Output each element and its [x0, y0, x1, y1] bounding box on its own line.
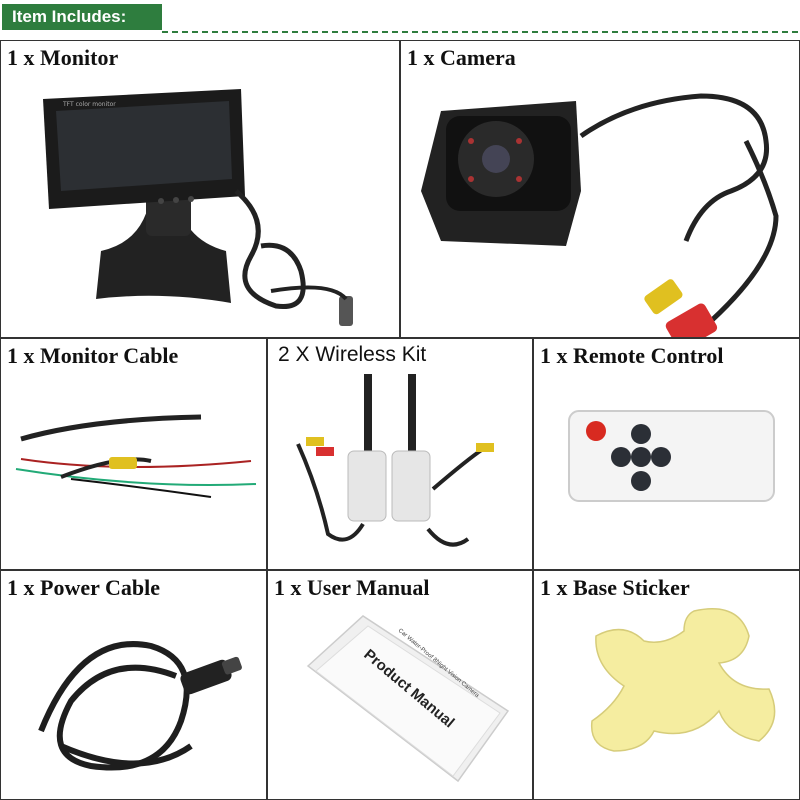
user-manual-icon: Product Manual Car Water-Proof 8Night Vi… [306, 615, 510, 783]
item-label: 1 x Remote Control [540, 343, 724, 368]
banner-dashed-rule [162, 31, 798, 33]
item-remote-control: 1 x Remote Control [533, 338, 800, 570]
item-wireless-kit: 2 X Wireless Kit [267, 338, 533, 570]
item-includes-banner: Item Includes: [2, 4, 162, 30]
item-label: 1 x Power Cable [7, 575, 160, 600]
item-label: 1 x Camera [407, 45, 516, 70]
item-label: 1 x Monitor Cable [7, 343, 179, 368]
item-label: 1 x User Manual [274, 575, 430, 600]
remote-control-icon [568, 410, 775, 502]
item-camera: 1 x Camera [400, 40, 800, 338]
monitor-cable-icon [15, 414, 257, 498]
items-grid: TFT color monitor 1 x Monitor 1 x Camera [0, 40, 800, 800]
monitor-icon: TFT color monitor [43, 89, 353, 326]
wireless-kit-icon [296, 374, 494, 547]
item-user-manual: Product Manual Car Water-Proof 8Night Vi… [267, 570, 533, 800]
power-cable-icon [38, 641, 242, 771]
item-monitor-cable: 1 x Monitor Cable [0, 338, 267, 570]
item-label: 1 x Base Sticker [540, 575, 690, 600]
item-power-cable: 1 x Power Cable [0, 570, 267, 800]
item-label: 1 x Monitor [7, 45, 119, 70]
camera-icon [421, 93, 779, 337]
item-monitor: TFT color monitor 1 x Monitor [0, 40, 400, 338]
item-base-sticker: 1 x Base Sticker [533, 570, 800, 800]
item-label: 2 X Wireless Kit [278, 343, 427, 366]
monitor-screen-text: TFT color monitor [62, 101, 116, 108]
base-sticker-icon [590, 608, 776, 752]
